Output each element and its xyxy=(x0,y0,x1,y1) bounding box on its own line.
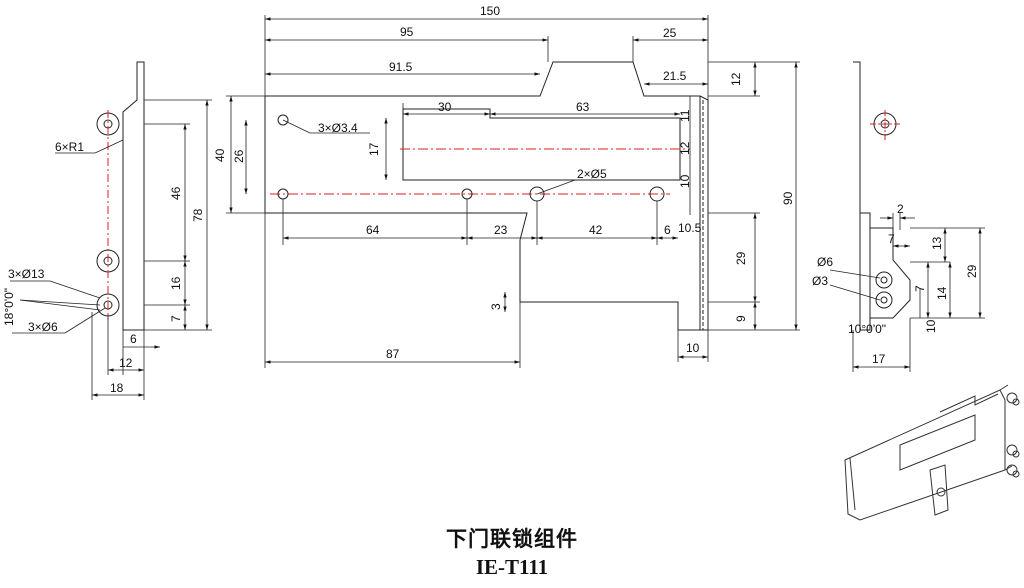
front-view xyxy=(264,61,709,331)
dim-7-right-vert: 7 xyxy=(913,285,927,292)
dim-25: 25 xyxy=(663,26,677,40)
dim-63: 63 xyxy=(576,100,590,114)
dim-46: 46 xyxy=(169,186,183,200)
label-3xd3-4: 3×Ø3.4 xyxy=(318,121,358,135)
dim-30: 30 xyxy=(438,100,452,114)
dim-40: 40 xyxy=(213,148,227,162)
label-d3: Ø3 xyxy=(812,274,828,288)
dim-14-right: 14 xyxy=(935,286,949,300)
dim-9: 9 xyxy=(734,315,748,322)
dim-11: 11 xyxy=(678,109,692,122)
dim-10-bottom: 10 xyxy=(686,341,700,355)
angle-18: 18°0'0" xyxy=(2,288,16,326)
front-slot xyxy=(402,108,681,181)
dim-87: 87 xyxy=(386,347,400,361)
dim-7-right: 7 xyxy=(888,232,895,246)
label-6xr1: 6×R1 xyxy=(55,140,84,154)
drawing-title: 下门联锁组件 xyxy=(446,527,578,551)
dim-13-right: 13 xyxy=(930,236,944,250)
front-flange xyxy=(699,95,709,331)
dim-7-left: 7 xyxy=(169,315,183,322)
label-d6: Ø6 xyxy=(817,255,833,269)
dim-10-5: 10.5 xyxy=(678,221,702,235)
dim-12-inner: 12 xyxy=(678,141,692,155)
dim-10-right: 10 xyxy=(924,319,938,333)
label-2xd5: 2×Ø5 xyxy=(577,167,607,181)
dim-78: 78 xyxy=(191,208,205,222)
hole-3.4-top xyxy=(277,114,289,126)
dim-29-right: 29 xyxy=(965,264,979,278)
dim-17-right: 17 xyxy=(872,352,886,366)
dim-16: 16 xyxy=(169,276,183,290)
dim-6-left: 6 xyxy=(130,332,137,346)
dim-21-5: 21.5 xyxy=(663,69,687,83)
isometric-view xyxy=(844,384,1020,521)
right-view xyxy=(853,61,911,331)
dim-150: 150 xyxy=(480,4,500,18)
dim-26: 26 xyxy=(232,149,246,163)
dim-90: 90 xyxy=(781,191,795,205)
front-dimension-lines xyxy=(226,15,800,368)
left-view-outline xyxy=(122,61,145,331)
dim-12-top: 12 xyxy=(729,72,743,86)
dim-17: 17 xyxy=(367,142,381,156)
angle-10: 10°0'0" xyxy=(848,322,886,336)
left-dimension-lines xyxy=(10,99,212,400)
right-clip-b xyxy=(875,291,893,309)
left-view xyxy=(96,61,145,331)
dim-64: 64 xyxy=(366,223,380,237)
model-number: IE-T111 xyxy=(475,555,549,579)
dim-18-left: 18 xyxy=(110,381,124,395)
dim-3: 3 xyxy=(489,303,503,310)
dim-6-front: 6 xyxy=(664,223,671,237)
label-3xd6: 3×Ø6 xyxy=(28,320,58,334)
label-3xd13: 3×Ø13 xyxy=(8,267,45,281)
right-clip-a xyxy=(875,271,893,289)
dim-23: 23 xyxy=(494,223,508,237)
dim-42: 42 xyxy=(589,223,603,237)
dim-95: 95 xyxy=(400,25,414,39)
right-view-outline xyxy=(853,61,871,331)
dim-12-left: 12 xyxy=(119,356,133,370)
dim-29-front: 29 xyxy=(734,251,748,265)
dim-10-inner: 10 xyxy=(678,174,692,188)
right-dimension-lines xyxy=(829,213,985,372)
dim-2-right: 2 xyxy=(897,202,904,216)
dim-91-5: 91.5 xyxy=(389,60,413,74)
front-plate-outline xyxy=(264,61,701,331)
